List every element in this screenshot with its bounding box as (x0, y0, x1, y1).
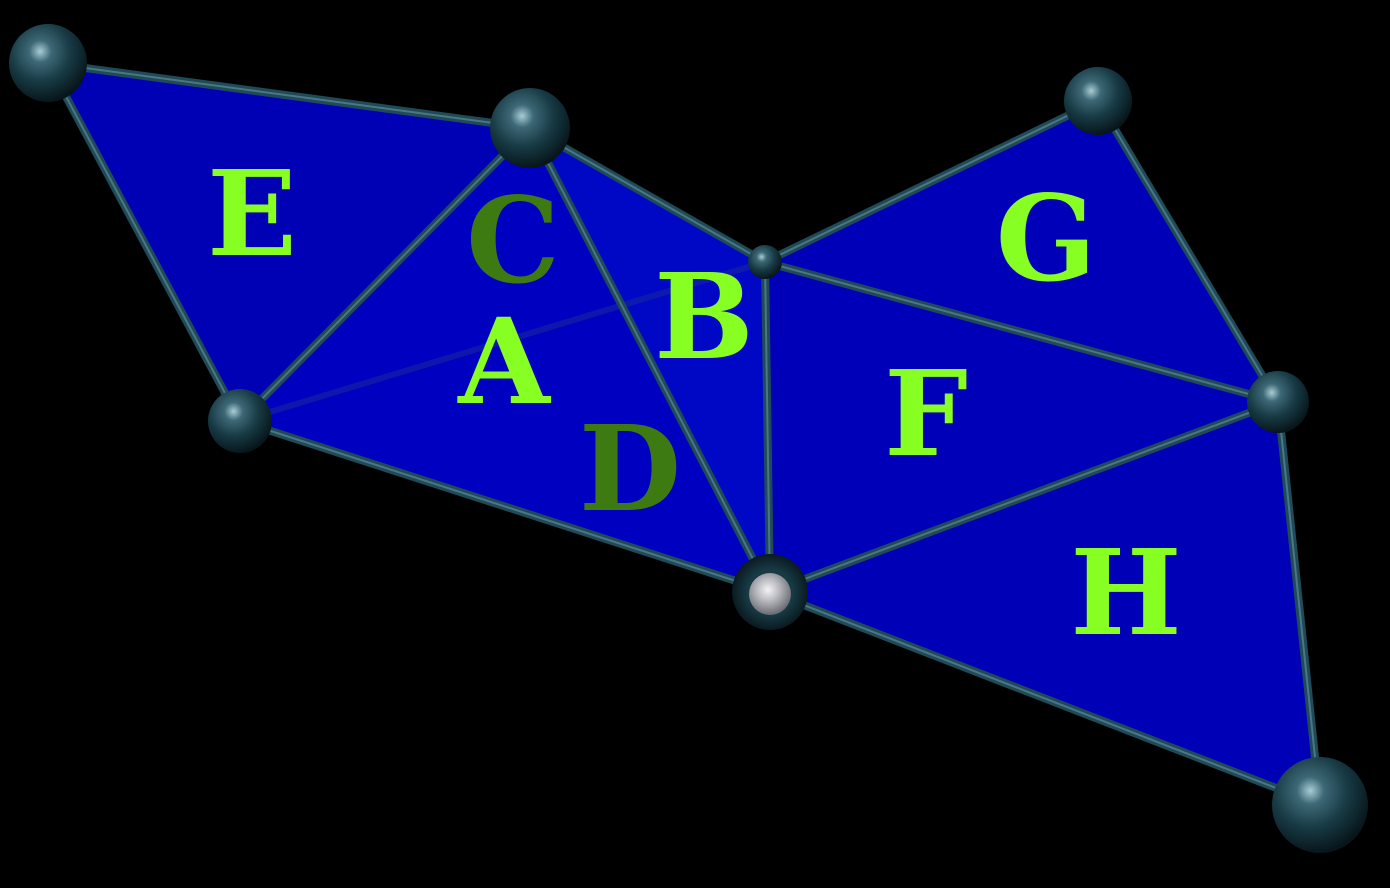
edge-highlight (239, 127, 531, 422)
vertex-node[interactable] (490, 88, 570, 168)
hidden-edges-layer (239, 259, 766, 424)
edge-highlight (239, 420, 771, 593)
edge-highlight (529, 127, 771, 593)
face-label-E: E (207, 144, 297, 283)
edge-highlight (1097, 100, 1279, 403)
edge-highlight (769, 401, 1279, 593)
edge-highlight (764, 100, 1099, 263)
edge-highlight (47, 62, 531, 129)
vertex-node[interactable] (208, 389, 272, 453)
vertex-node[interactable] (1247, 371, 1309, 433)
edge-highlight (764, 261, 771, 593)
face-H (770, 402, 1320, 805)
vertex-node[interactable] (748, 245, 782, 279)
vertex-node[interactable] (1064, 67, 1132, 135)
vertex-node[interactable] (9, 24, 87, 102)
labels-layer: E C A B D F G H (207, 144, 1182, 662)
face-A (240, 128, 770, 592)
vertex-node-selected[interactable] (732, 554, 808, 630)
edges-layer (44, 59, 1324, 809)
face-label-G: G (996, 169, 1097, 308)
face-E (48, 63, 530, 421)
face-label-F: F (884, 344, 968, 483)
face-label-D: D (579, 399, 681, 538)
edge-highlight (769, 591, 1321, 806)
face-label-H: H (1070, 523, 1182, 662)
hidden-edge (239, 259, 766, 424)
face-label-A: A (457, 292, 551, 431)
face-label-C: C (466, 171, 560, 310)
edge-highlight (1277, 401, 1321, 806)
face-label-B: B (654, 247, 754, 386)
edge-highlight (764, 261, 1279, 403)
face-G (765, 101, 1278, 402)
edge-highlight (529, 127, 766, 263)
face-F (765, 262, 1278, 592)
vertex-node[interactable] (1272, 757, 1368, 853)
nodes-layer (9, 24, 1368, 853)
edge-highlight (47, 62, 241, 422)
